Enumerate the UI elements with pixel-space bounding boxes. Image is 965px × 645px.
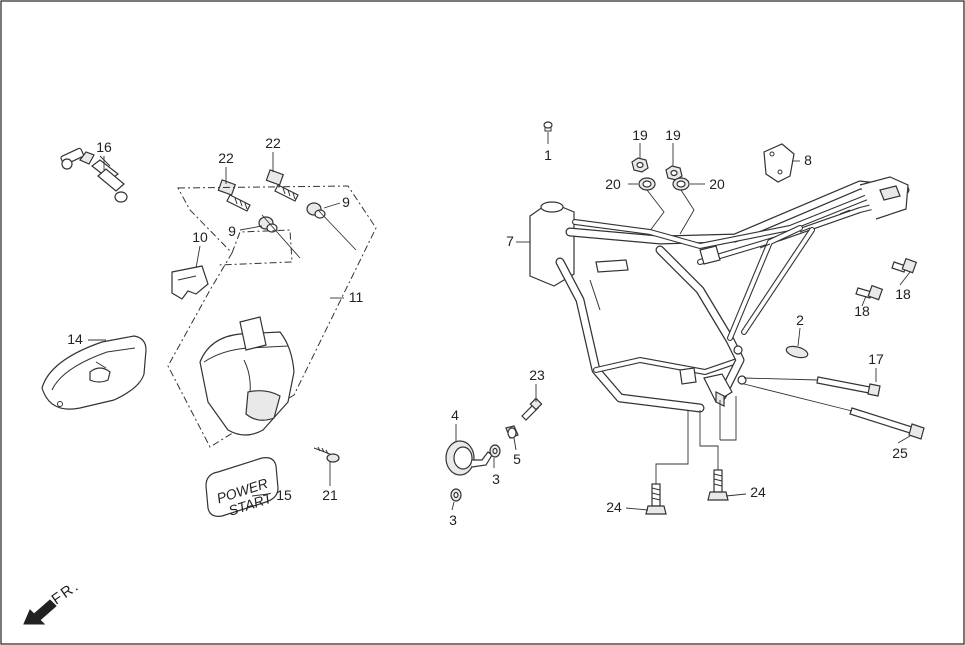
callout-label-10: 10 <box>192 229 208 245</box>
bracket-8 <box>763 143 795 183</box>
screw-21 <box>313 446 340 463</box>
washer-3a <box>489 444 501 458</box>
callout-label-9a: 9 <box>228 223 236 239</box>
side-cover-part-11 <box>199 316 295 436</box>
callout-label-3b: 3 <box>449 512 457 528</box>
side-cover-assembly-outline <box>167 185 377 448</box>
callout-label-7: 7 <box>506 233 514 249</box>
callout-label-8: 8 <box>804 152 812 168</box>
power-start-emblem-15: POWER START <box>205 457 279 519</box>
callout-label-19b: 19 <box>665 127 681 143</box>
callout-label-21: 21 <box>322 487 338 503</box>
bolt-23 <box>521 397 543 421</box>
callout-label-3a: 3 <box>492 471 500 487</box>
callout-label-24a: 24 <box>606 499 622 515</box>
callout-label-4: 4 <box>451 407 459 423</box>
callout-label-20b: 20 <box>709 176 725 192</box>
bolt-22b <box>265 169 299 202</box>
callout-label-22a: 22 <box>218 150 234 166</box>
leader-24b <box>719 396 737 441</box>
callout-label-20a: 20 <box>605 176 621 192</box>
grommet-9b <box>306 202 326 219</box>
side-cover-panel-14 <box>41 335 147 410</box>
callout-label-17: 17 <box>868 351 884 367</box>
long-bolt-25 <box>743 383 925 440</box>
callout-label-22b: 22 <box>265 135 281 151</box>
callout-label-23: 23 <box>529 367 545 383</box>
callout-label-5: 5 <box>513 451 521 467</box>
callout-label-18b: 18 <box>854 303 870 319</box>
nut-19b <box>665 165 683 181</box>
callout-labels: 16 22 22 9 9 10 11 14 15 21 1 19 19 20 20 8 7 18 18 2 17 25 23… <box>67 127 911 528</box>
callout-label-16: 16 <box>96 139 112 155</box>
ignition-key-part <box>60 147 128 203</box>
callout-label-11: 11 <box>349 289 364 305</box>
clip-part-10 <box>171 265 209 300</box>
leader-20a <box>645 189 665 237</box>
callout-leaders <box>88 132 911 511</box>
spacer-5 <box>505 425 519 439</box>
callout-label-1: 1 <box>544 147 552 163</box>
callout-label-19a: 19 <box>632 127 648 143</box>
arrow-down-left-icon <box>23 599 57 625</box>
bolt-22a <box>217 179 251 212</box>
grommet-2 <box>785 345 809 359</box>
washer-20a <box>638 177 656 191</box>
callout-label-9b: 9 <box>342 194 350 210</box>
main-frame-7 <box>529 176 910 413</box>
callout-label-2: 2 <box>796 312 804 328</box>
washer-3b <box>450 488 462 502</box>
nut-19a <box>631 157 649 173</box>
leader-24a <box>655 410 689 484</box>
front-direction-indicator: FR. <box>23 577 83 625</box>
washer-20b <box>672 177 690 191</box>
cap-1 <box>543 121 553 132</box>
long-bolt-17 <box>743 376 881 397</box>
callout-label-18a: 18 <box>895 286 911 302</box>
horn-4 <box>445 440 493 476</box>
leader-24a2 <box>699 410 719 470</box>
grommet-9a <box>258 216 278 233</box>
callout-label-25: 25 <box>892 445 908 461</box>
callout-label-24b: 24 <box>750 484 766 500</box>
callout-label-15: 15 <box>276 487 292 503</box>
bolt-24b <box>707 469 729 501</box>
bolt-24a <box>645 483 667 515</box>
bolt-18a <box>891 257 918 274</box>
callout-label-14: 14 <box>67 331 83 347</box>
bolt-18b <box>855 284 884 301</box>
leader-20b <box>679 189 695 235</box>
